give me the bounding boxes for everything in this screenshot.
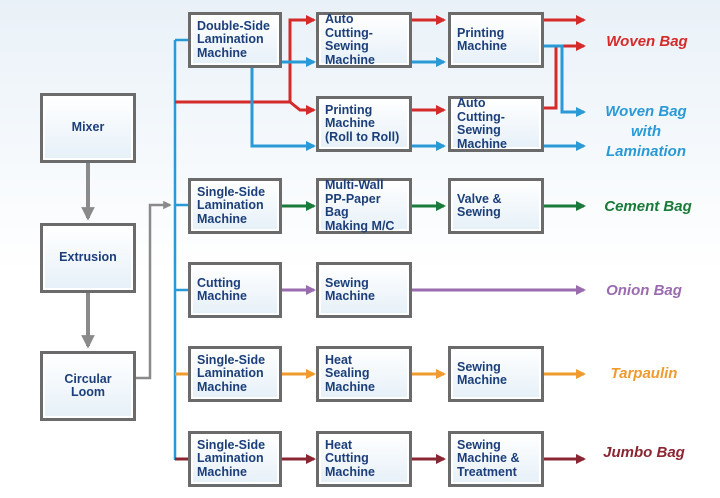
product-cement-bag: Cement Bag [604, 198, 692, 215]
product-tarpaulin: Tarpaulin [610, 365, 678, 382]
node-sewing-machine-onion-label: Sewing Machine [325, 275, 376, 303]
node-extrusion: Extrusion [40, 223, 136, 293]
node-printing-machine-top: Printing Machine [448, 12, 544, 68]
node-printing-roll-to-roll: Printing Machine (Roll to Roll) [316, 96, 412, 152]
node-double-side-lamination: Double-Side Lamination Machine [188, 12, 282, 68]
node-auto-cutting-sewing-mid: Auto Cutting- Sewing Machine [448, 96, 544, 152]
product-woven-bag-lamination: Woven Bag with Lamination [605, 103, 687, 160]
node-printing-roll-to-roll-label: Printing Machine (Roll to Roll) [325, 102, 400, 144]
node-single-side-lamination-tarpaulin: Single-Side Lamination Machine [188, 346, 282, 402]
node-heat-sealing-label: Heat Sealing Machine [325, 352, 376, 394]
node-cutting-machine: Cutting Machine [188, 262, 282, 318]
node-mixer-label: Mixer [71, 120, 105, 135]
node-sewing-machine-onion: Sewing Machine [316, 262, 412, 318]
node-printing-machine-top-label: Printing Machine [457, 25, 508, 53]
node-single-side-lamination-tarpaulin-label: Single-Side Lamination Machine [197, 352, 266, 394]
node-sewing-machine-tarpaulin: Sewing Machine [448, 346, 544, 402]
node-multiwall-pp-paper: Multi-Wall PP-Paper Bag Making M/C [316, 178, 412, 234]
connector-blue-printing-lamination [544, 44, 587, 118]
node-single-side-lamination-jumbo-label: Single-Side Lamination Machine [197, 437, 266, 479]
node-extrusion-label: Extrusion [59, 250, 117, 265]
node-sewing-treatment-label: Sewing Machine & Treatment [457, 437, 520, 479]
product-jumbo-bag: Jumbo Bag [603, 444, 685, 461]
node-single-side-lamination-cement: Single-Side Lamination Machine [188, 178, 282, 234]
node-heat-cutting: Heat Cutting Machine [316, 431, 412, 487]
node-auto-cutting-sewing-mid-label: Auto Cutting- Sewing Machine [457, 96, 508, 151]
node-circular-loom: Circular Loom [40, 351, 136, 421]
node-sewing-treatment: Sewing Machine & Treatment [448, 431, 544, 487]
node-single-side-lamination-jumbo: Single-Side Lamination Machine [188, 431, 282, 487]
node-heat-cutting-label: Heat Cutting Machine [325, 437, 376, 479]
node-sewing-machine-tarpaulin-label: Sewing Machine [457, 359, 508, 387]
node-cutting-machine-label: Cutting Machine [197, 275, 248, 303]
connector-red-auto-mid-woven [544, 40, 587, 110]
connector-loom-trunk [136, 200, 172, 380]
product-onion-bag: Onion Bag [606, 282, 682, 299]
node-double-side-lamination-label: Double-Side Lamination Machine [197, 18, 270, 60]
connector-red-to-printing-roll [230, 100, 317, 116]
node-circular-loom-label: Circular Loom [64, 371, 112, 399]
node-multiwall-pp-paper-label: Multi-Wall PP-Paper Bag Making M/C [325, 178, 395, 233]
node-valve-sewing: Valve & Sewing [448, 178, 544, 234]
node-heat-sealing: Heat Sealing Machine [316, 346, 412, 402]
connector-blue-double-printing-roll [250, 68, 317, 152]
product-woven-bag: Woven Bag [606, 33, 688, 50]
node-single-side-lamination-cement-label: Single-Side Lamination Machine [197, 184, 266, 226]
node-auto-cutting-sewing-top-label: Auto Cutting- Sewing Machine [325, 12, 376, 67]
node-valve-sewing-label: Valve & Sewing [457, 191, 502, 219]
node-auto-cutting-sewing-top: Auto Cutting- Sewing Machine [316, 12, 412, 68]
node-mixer: Mixer [40, 93, 136, 163]
